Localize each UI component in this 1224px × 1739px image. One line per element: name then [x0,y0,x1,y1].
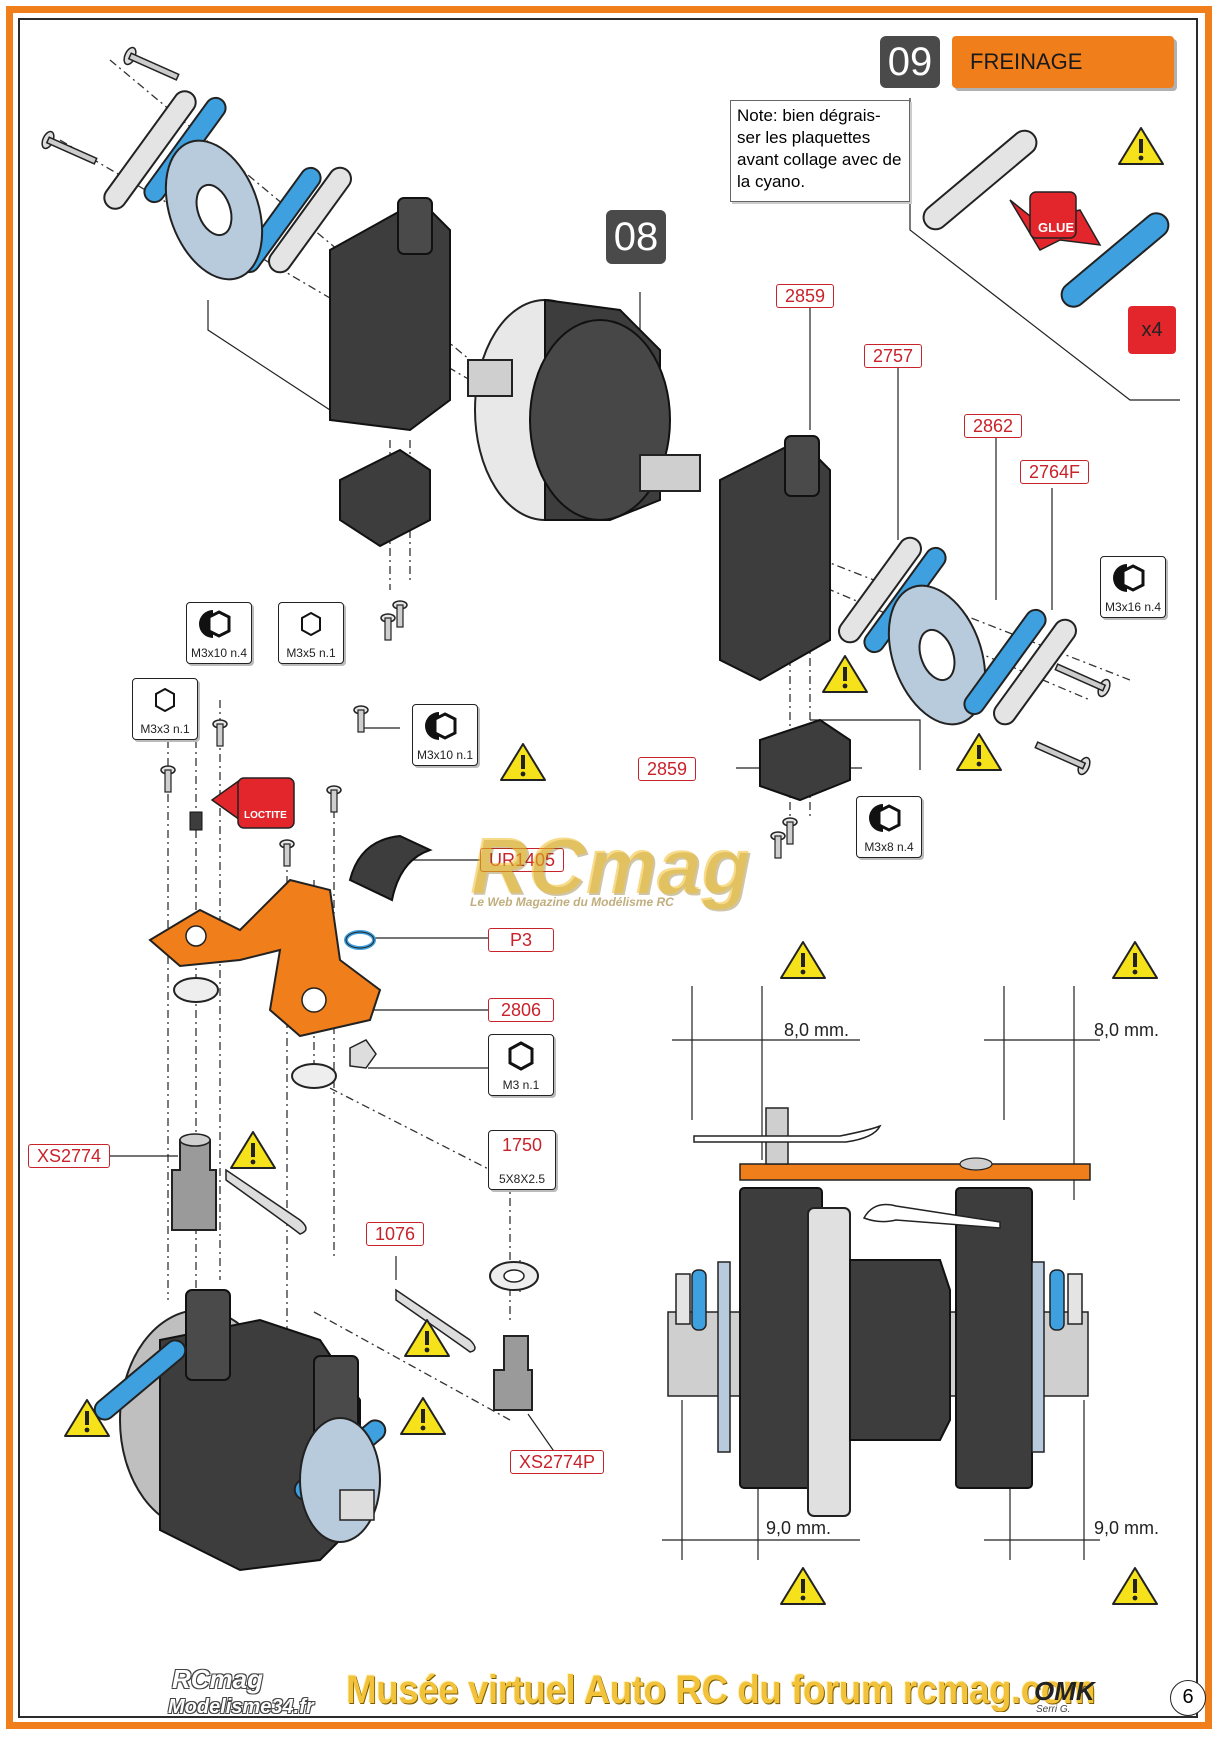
hardware-box-m3-nut: M3 n.1 [488,1034,554,1096]
warning-icon [780,941,826,979]
page-inner-frame [18,18,1198,1718]
quantity-badge: x4 [1128,306,1176,354]
hex-set-screw-icon [301,611,321,637]
part-ref-label: 2859 [638,757,697,781]
hex-nut-icon [508,1041,534,1071]
part-ref-label: 2764F [1020,460,1090,484]
part-ref-label: 1076 [366,1222,425,1246]
warning-icon [780,1567,826,1605]
bearing-ref-number: 1750 [501,1135,543,1155]
page-number: 6 [1170,1680,1206,1716]
previous-step-badge: 08 [606,210,666,264]
hex-set-screw-icon [155,687,175,713]
hardware-box-m3x10-b: M3x10 n.1 [412,704,478,766]
watermark-logo: RCmag [470,821,751,910]
dimension-label: 8,0 mm. [1094,1020,1160,1040]
watermark-site: Modelisme34.fr [168,1696,314,1718]
part-ref-label: UR1405 [480,848,565,872]
step-number-badge: 09 [880,36,940,88]
warning-icon [1112,1567,1158,1605]
part-ref-label: P3 [488,928,554,952]
watermark-tagline: Le Web Magazine du Modélisme RC [470,895,674,909]
part-ref-label: 2859 [776,284,835,308]
warning-icon [400,1397,446,1435]
warning-icon [500,743,546,781]
part-ref-label: XS2774P [510,1450,605,1474]
dimension-label: 8,0 mm. [784,1020,850,1040]
part-ref-label: 2862 [964,414,1023,438]
hardware-box-m3x8: M3x8 n.4 [856,796,922,858]
hex-button-screw-icon [869,804,901,832]
warning-icon [956,733,1002,771]
watermark-banner: Musée virtuel Auto RC du forum rcmag.com [346,1668,1096,1712]
part-ref-label: XS2774 [28,1144,111,1168]
hex-socket-screw-icon [199,610,231,638]
assembly-note: Note: bien dégrais-ser les plaquettes av… [730,100,910,202]
bearing-ref-box: 1750 5X8X2.5 [488,1130,556,1190]
hex-socket-screw-icon [1113,564,1145,592]
part-ref-label: 2806 [488,998,554,1022]
dimension-label: 9,0 mm. [766,1518,832,1538]
warning-icon [822,655,868,693]
brand-logo: OMK [1034,1676,1095,1706]
dimension-label: 9,0 mm. [1094,1518,1160,1538]
bearing-ref-size: 5X8X2.5 [498,1172,546,1186]
warning-icon [1112,941,1158,979]
glue-label: GLUE [1038,220,1075,235]
part-ref-label: 2757 [864,344,923,368]
hex-button-screw-icon [425,712,457,740]
hardware-box-m3x10-a: M3x10 n.4 [186,602,252,664]
hardware-box-m3x5: M3x5 n.1 [278,602,344,664]
step-title: FREINAGE [952,36,1174,88]
illustrator-signature: Serri G. [1036,1704,1071,1715]
warning-icon [230,1131,276,1169]
warning-icon [1118,127,1164,165]
hardware-box-m3x3: M3x3 n.1 [132,678,198,740]
watermark-rcmag: RCmag [172,1664,264,1694]
loctite-label: LOCTITE [244,810,287,821]
hardware-box-m3x16: M3x16 n.4 [1100,556,1166,618]
page-outer-frame [6,6,1212,1729]
